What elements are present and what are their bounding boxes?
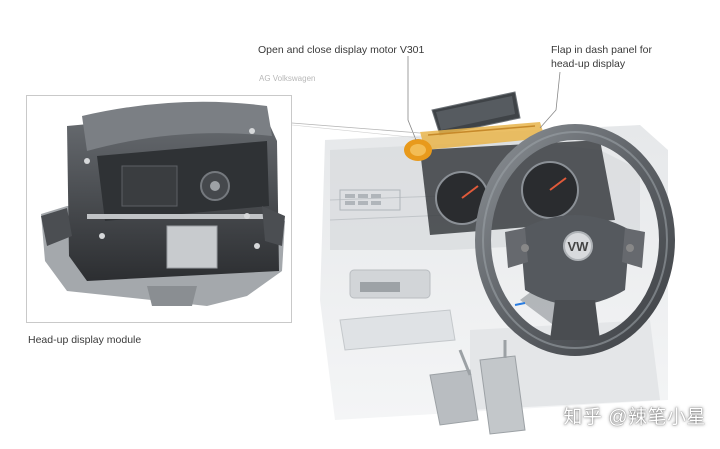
pedals — [429, 340, 526, 435]
inset-connector-line-2 — [291, 124, 421, 139]
module-label: Head-up display module — [28, 334, 142, 346]
copyright-faint-text: AG Volkswagen — [259, 74, 316, 83]
svg-text:VW: VW — [568, 239, 590, 254]
motor-label: Open and close display motor V301 — [258, 44, 425, 56]
steering-wheel: VW — [475, 124, 675, 356]
hud-combiner-glass — [431, 91, 521, 136]
instrument-cluster — [420, 140, 615, 235]
motor-leader-line — [407, 56, 417, 141]
flap-leader-line — [539, 71, 561, 129]
flap-label-line2: head-up display — [551, 58, 626, 70]
hud-module-in-dash — [420, 122, 545, 150]
inset-connector-line — [291, 122, 421, 134]
hud-module-inset — [26, 95, 292, 323]
display-motor-v301 — [404, 139, 432, 161]
watermark: 知乎 @辣笔小星 — [563, 407, 706, 428]
flap-label-line1: Flap in dash panel for — [551, 44, 652, 56]
hud-module-image — [41, 101, 285, 306]
